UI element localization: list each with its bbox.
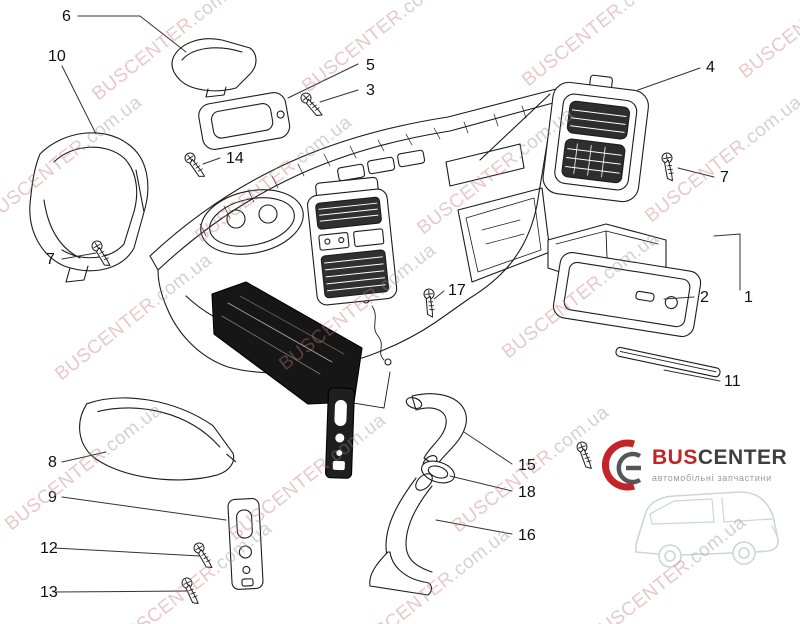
part-center-vent-panel	[542, 74, 649, 203]
leader-line-17	[433, 290, 445, 300]
center-stack-unit	[307, 176, 398, 306]
callout-7-right: 7	[720, 169, 729, 186]
callout-11: 11	[724, 373, 741, 390]
leader-line-4	[637, 67, 701, 91]
leader-line-16	[435, 519, 513, 535]
leader-line-7-right	[677, 167, 715, 178]
leader-line-12	[53, 547, 201, 557]
callout-16: 16	[518, 527, 536, 544]
buscenter-logo-icon	[601, 439, 642, 491]
callout-6: 6	[62, 8, 71, 25]
part-upper-air-duct	[405, 393, 467, 469]
callout-labels: 6 10 5 3 4 7 14 7 17 2 1 11 8 15 9 18 12…	[40, 8, 753, 601]
leader-line-18	[449, 475, 513, 492]
leader-line-1	[713, 233, 741, 291]
callout-13: 13	[40, 584, 58, 601]
callout-7-left: 7	[46, 251, 55, 268]
leader-line-11	[663, 369, 721, 382]
screw-icon-13	[176, 576, 206, 606]
leader-line-13	[53, 590, 189, 593]
leader-line-9	[61, 496, 227, 521]
screw-icon-17	[414, 286, 447, 319]
logo-wordmark: BUSCENTER	[652, 447, 787, 469]
leader-line-3	[319, 89, 359, 103]
part-lower-air-duct	[369, 473, 433, 596]
callout-2: 2	[700, 289, 709, 306]
leader-line-5	[287, 63, 359, 99]
logo-text-center: CENTER	[697, 446, 788, 470]
leader-lines	[53, 15, 741, 593]
leader-line-6	[77, 15, 187, 53]
part-duct-collar	[420, 460, 456, 484]
buscenter-logo: BUSCENTER автомобільні запчастини	[594, 434, 796, 496]
van-sketch	[635, 491, 779, 568]
leader-line-10	[61, 65, 97, 135]
center-mounting-plate	[325, 387, 355, 479]
part-cluster-hood	[29, 132, 149, 283]
callout-14: 14	[226, 150, 244, 167]
callout-18: 18	[518, 484, 536, 501]
leader-line-14	[202, 157, 221, 165]
callout-15: 15	[518, 457, 536, 474]
leader-line-8	[61, 451, 107, 463]
glove-box-assembly	[547, 223, 702, 338]
logo-tagline: автомобільні запчастини	[652, 472, 772, 483]
screw-icon-14	[181, 151, 209, 178]
callout-9: 9	[48, 489, 57, 506]
callout-10: 10	[48, 48, 66, 65]
leader-line-7-left	[61, 252, 97, 260]
callout-3: 3	[366, 82, 375, 99]
screw-icon-3	[299, 92, 325, 117]
callout-4: 4	[706, 59, 715, 76]
callout-17: 17	[448, 282, 466, 299]
leader-line-15	[463, 431, 513, 465]
callout-5: 5	[366, 57, 375, 74]
part-mounting-bracket	[227, 498, 264, 590]
part-top-cap	[171, 38, 257, 98]
callout-1: 1	[744, 289, 753, 306]
leader-line-2	[663, 296, 695, 300]
part-vent-bezel	[198, 92, 291, 150]
callout-12: 12	[40, 540, 58, 557]
logo-text-bus: BUS	[652, 446, 698, 470]
screw-icon-7-right	[652, 150, 685, 183]
part-trim-strip	[615, 346, 721, 378]
part-lower-left-panel	[79, 397, 237, 481]
callout-8: 8	[48, 454, 57, 471]
